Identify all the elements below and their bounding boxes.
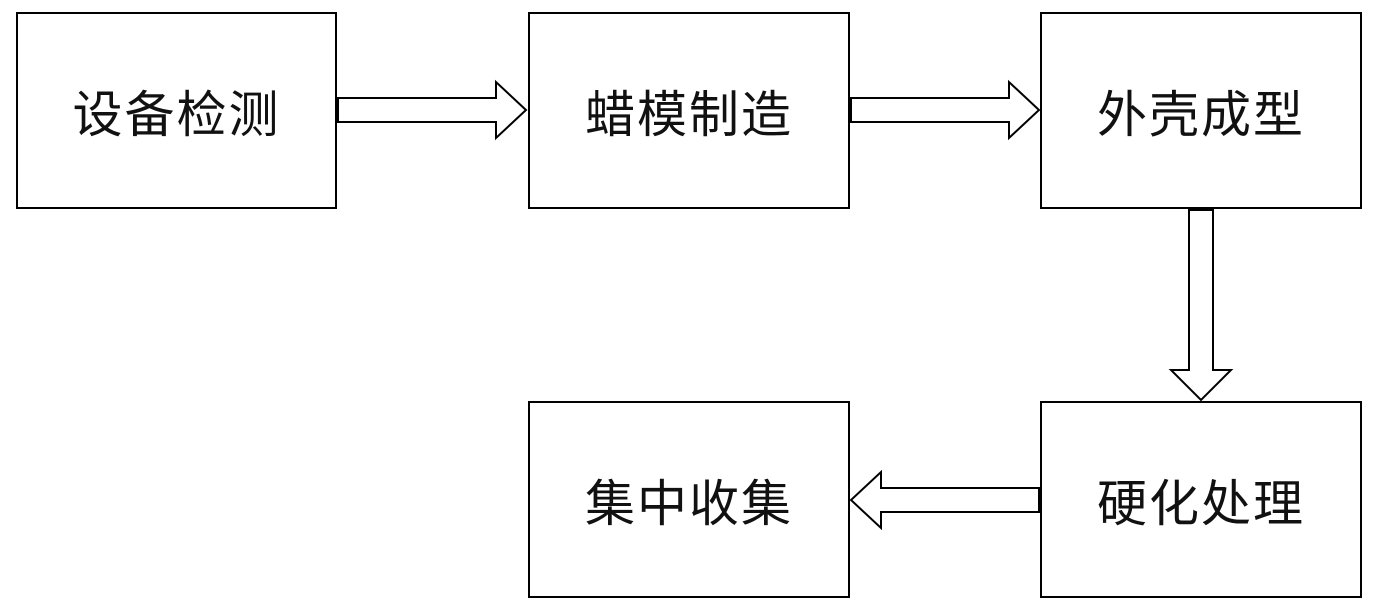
step-label: 外壳成型 bbox=[1097, 85, 1305, 144]
arrow-right-1 bbox=[337, 79, 528, 141]
step-centralized-collection: 集中收集 bbox=[528, 401, 850, 598]
step-wax-pattern-making: 蜡模制造 bbox=[528, 12, 850, 209]
step-label: 设备检测 bbox=[72, 85, 281, 144]
step-shell-forming: 外壳成型 bbox=[1040, 12, 1362, 209]
arrow-right-2 bbox=[850, 79, 1041, 141]
step-equipment-inspection: 设备检测 bbox=[16, 12, 337, 209]
step-label: 集中收集 bbox=[585, 474, 793, 533]
step-label: 蜡模制造 bbox=[585, 85, 793, 144]
arrow-left bbox=[849, 469, 1040, 531]
step-label: 硬化处理 bbox=[1097, 474, 1305, 533]
arrow-down bbox=[1168, 209, 1234, 402]
step-hardening-treatment: 硬化处理 bbox=[1040, 401, 1362, 598]
